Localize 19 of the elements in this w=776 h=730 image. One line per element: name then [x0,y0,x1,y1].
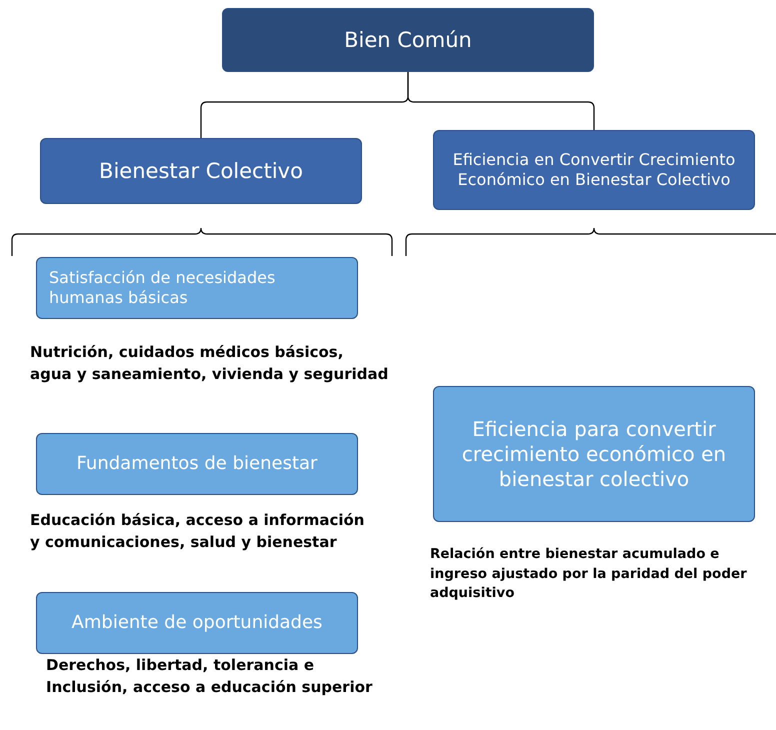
concept-box [433,130,755,210]
concept-box [433,386,755,522]
concept-box [36,592,358,654]
box-label: Eficiencia para convertir crecimiento económico en bienestar colectivo [460,416,728,492]
description-text: Relación entre bienestar acumulado e ingreso ajustado por la paridad del poder adquisitivo [430,545,748,604]
concept-box [222,8,594,72]
box-label: Bienestar Colectivo [99,158,303,184]
description-text: Educación básica, acceso a información y comunicaciones, salud y bienestar [30,510,366,553]
concept-box [36,433,358,495]
box-label: Ambiente de oportunidades [72,612,322,634]
box-label: Fundamentos de bienestar [76,452,318,476]
concept-box [40,138,362,204]
box-label: Bien Común [344,26,472,54]
description-text: Derechos, libertad, tolerancia e Inclusión, acceso a educación superior [46,655,374,698]
description-text: Nutrición, cuidados médicos básicos, agua y saneamiento, vivienda y seguridad [30,342,390,385]
concept-box [36,257,358,319]
box-label: Eficiencia en Convertir Crecimiento Económico en Bienestar Colectivo [452,150,736,190]
connector-line [407,72,595,130]
box-label: Satisfacción de necesidades humanas básicas [49,268,276,308]
